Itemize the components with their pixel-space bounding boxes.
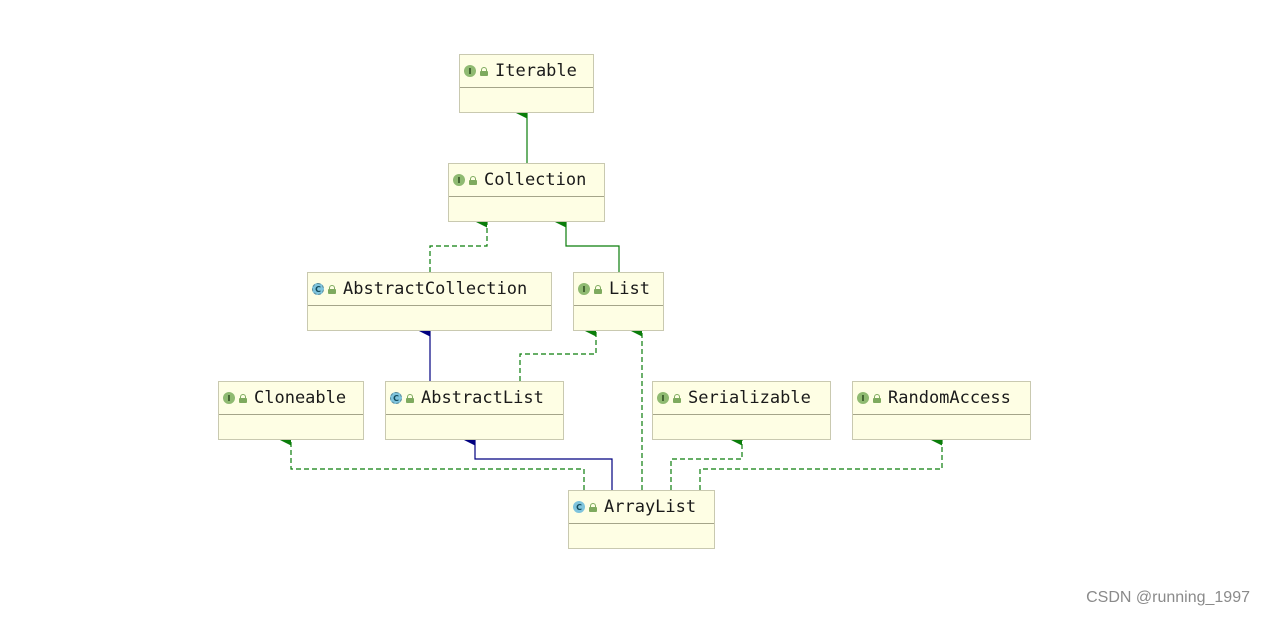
lock-icon — [873, 393, 881, 403]
node-random-access[interactable]: I RandomAccess — [852, 381, 1031, 440]
node-abstract-collection[interactable]: C AbstractCollection — [307, 272, 552, 331]
lock-icon — [594, 284, 602, 294]
interface-icon: I — [857, 392, 869, 404]
lock-icon — [469, 175, 477, 185]
interface-icon: I — [453, 174, 465, 186]
node-name: Serializable — [688, 388, 811, 408]
node-list[interactable]: I List — [573, 272, 664, 331]
edge-abstract-list-to-list — [519, 325, 597, 381]
lock-icon — [239, 393, 247, 403]
lock-icon — [673, 393, 681, 403]
node-iterable[interactable]: I Iterable — [459, 54, 594, 113]
node-name: ArrayList — [604, 497, 697, 517]
node-name: AbstractList — [421, 388, 544, 408]
interface-icon: I — [578, 283, 590, 295]
node-name: Collection — [484, 170, 587, 190]
interface-icon: I — [223, 392, 235, 404]
node-name: Iterable — [495, 61, 577, 81]
node-serializable[interactable]: I Serializable — [652, 381, 831, 440]
edge-array-list-to-random-access — [699, 434, 943, 490]
node-name: Cloneable — [254, 388, 347, 408]
edge-array-list-to-cloneable — [280, 434, 585, 490]
node-array-list[interactable]: C ArrayList — [568, 490, 715, 549]
abstract-class-icon: C — [312, 283, 324, 295]
interface-icon: I — [657, 392, 669, 404]
node-name: List — [609, 279, 650, 299]
interface-icon: I — [464, 65, 476, 77]
edge-array-list-to-serializable — [670, 434, 743, 490]
edge-array-list-to-abstract-list — [464, 434, 613, 490]
edge-list-to-collection — [555, 216, 620, 272]
node-cloneable[interactable]: I Cloneable — [218, 381, 364, 440]
lock-icon — [406, 393, 414, 403]
abstract-class-icon: C — [390, 392, 402, 404]
edge-abstract-collection-to-collection — [429, 216, 488, 272]
node-name: RandomAccess — [888, 388, 1011, 408]
node-collection[interactable]: I Collection — [448, 163, 605, 222]
lock-icon — [480, 66, 488, 76]
node-abstract-list[interactable]: C AbstractList — [385, 381, 564, 440]
node-name: AbstractCollection — [343, 279, 528, 299]
class-icon: C — [573, 501, 585, 513]
lock-icon — [589, 502, 597, 512]
watermark: CSDN @running_1997 — [1086, 589, 1250, 606]
lock-icon — [328, 284, 336, 294]
